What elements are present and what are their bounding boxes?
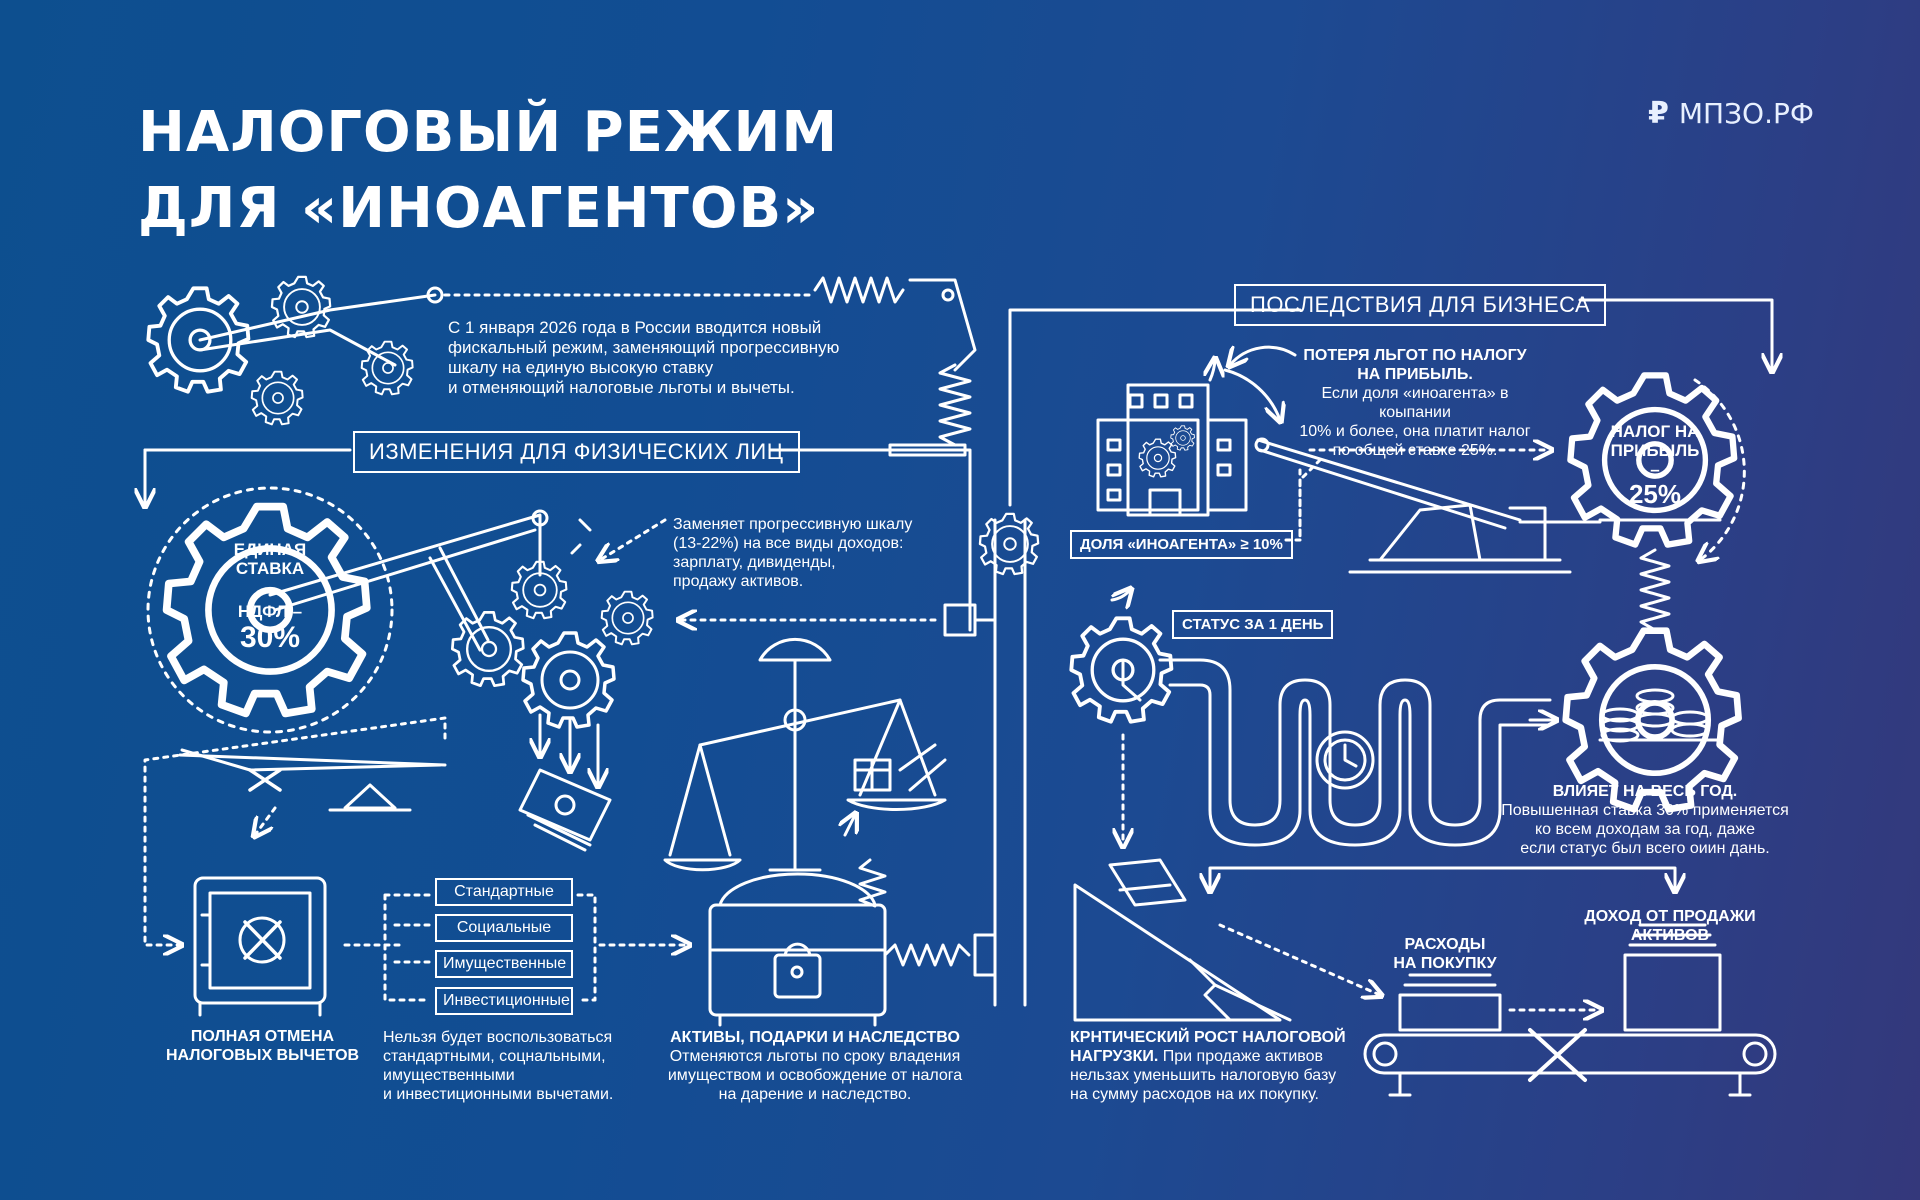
- tax-burden-block: КРНТИЧЕСКИЙ РОСТ НАЛОГОВОЙ НАГРУЗКИ. При…: [1070, 1028, 1370, 1104]
- profit-line: НАЛОГ НА: [1610, 422, 1700, 441]
- loss-heading-line: ПОТЕРЯ ЛЬГОТ ПО НАЛОГУ: [1303, 347, 1527, 364]
- ruble-icon: ₽: [1648, 96, 1669, 131]
- assets-heading: АКТИВЫ, ПОДАРКИ И НАСЛЕДСТВО: [670, 1029, 960, 1046]
- gear-icon: [1170, 425, 1195, 451]
- gear-icon: [250, 370, 304, 426]
- loss-desc-line: Если доля «иноагента» в коыпании: [1321, 385, 1509, 421]
- brand-logo[interactable]: ₽ МПЗО.РФ: [1648, 96, 1814, 131]
- income-line: ДОХОД ОТ ПРОДАЖИ: [1584, 908, 1756, 925]
- gear-icon: [450, 610, 525, 688]
- expenses-line: РАСХОДЫ: [1404, 936, 1486, 953]
- status-label: СТАТУС ЗА 1 ДЕНЬ: [1172, 610, 1334, 639]
- assets-desc-line: на дарение и наследство.: [718, 1086, 912, 1103]
- share-label: ДОЛЯ «ИНОАГЕНТА» ≥ 10%: [1070, 530, 1293, 559]
- deductions-desc-line: Нельзя будет воспользоваться: [383, 1029, 613, 1046]
- profit-benefits-loss: ПОТЕРЯ ЛЬГОТ ПО НАЛОГУ НА ПРИБЫЛЬ. Если …: [1285, 346, 1545, 460]
- expenses-line: НА ПОКУПКУ: [1393, 955, 1497, 972]
- year-desc-line: Повышенная ставка 30% применяется: [1501, 802, 1789, 819]
- growth-desc-line: нельзах уменьшить налоговую базу: [1070, 1067, 1337, 1084]
- whole-year-block: ВЛИЯЕТ НА ВЕСЬ ГОД. Повышенная ставка 30…: [1500, 782, 1790, 858]
- deduction-tag-property: Имущественные: [435, 950, 573, 978]
- year-desc-line: ко всем доходам за год, даже: [1534, 821, 1756, 838]
- intro-line: фискальный режим, заменяющий прогрессивн…: [448, 338, 840, 357]
- deduction-tag-standard: Стандартные: [435, 878, 573, 906]
- deduction-tag-social: Социальные: [435, 914, 573, 942]
- gear-icon: [521, 631, 616, 729]
- gear-icon: [600, 590, 654, 646]
- deductions-heading-line: ПОЛНАЯ ОТМЕНА: [190, 1028, 335, 1045]
- brand-logo-text: МПЗО.РФ: [1678, 97, 1814, 130]
- growth-heading-line: НАГРУЗКИ.: [1070, 1048, 1159, 1065]
- assets-desc-line: Отменяются льготы по сроку владения: [669, 1048, 961, 1065]
- ndfl-line: ЕДИНАЯ: [233, 540, 307, 559]
- intro-line: шкалу на единую высокую ставку: [448, 358, 714, 377]
- progressive-line: (13-22%) на все виды доходов:: [673, 535, 904, 552]
- assets-block: АКТИВЫ, ПОДАРКИ И НАСЛЕДСТВО Отменяются …: [660, 1028, 970, 1104]
- gear-icon: [978, 512, 1040, 576]
- page-title-line1: НАЛОГОВЫЙ РЕЖИМ: [138, 100, 839, 165]
- loss-heading-line: НА ПРИБЫЛЬ.: [1357, 366, 1473, 383]
- page-title: НАЛОГОВЫЙ РЕЖИМ ДЛЯ «ИНОАГЕНТОВ»: [138, 95, 838, 247]
- loss-desc-line: по общей ставке 25%.: [1332, 442, 1498, 459]
- gear-icon: [270, 275, 332, 339]
- progressive-line: Заменяет прогрессивную шкалу: [673, 516, 913, 533]
- loss-desc-line: 10% и более, она платит налог: [1299, 423, 1531, 440]
- gear-icon: [1138, 438, 1177, 478]
- progressive-line: продажу активов.: [673, 573, 804, 590]
- income-line: АКТИВОВ: [1630, 927, 1710, 944]
- ndfl-rate: 30%: [239, 621, 301, 654]
- deductions-description: Нельзя будет воспользоваться стандартным…: [383, 1028, 613, 1104]
- year-heading: ВЛИЯЕТ НА ВЕСЬ ГОД.: [1552, 783, 1738, 800]
- profit-line: ПРИБЫЛЬ –: [1610, 441, 1700, 479]
- gear-icon: [1069, 616, 1174, 724]
- progressive-text: Заменяет прогрессивную шкалу (13-22%) на…: [673, 515, 912, 591]
- progressive-line: зарплату, дивиденды,: [673, 554, 836, 571]
- profit-rate: 25%: [1628, 479, 1682, 509]
- deductions-desc-line: имущественными: [383, 1067, 515, 1084]
- page-title-line2: ДЛЯ «ИНОАГЕНТОВ»: [138, 176, 820, 241]
- intro-line: и отменяющий налоговые льготы и вычеты.: [448, 378, 795, 397]
- deductions-heading: ПОЛНАЯ ОТМЕНА НАЛОГОВЫХ ВЫЧЕТОВ: [160, 1027, 365, 1065]
- income-label: ДОХОД ОТ ПРОДАЖИ АКТИВОВ: [1575, 907, 1765, 945]
- ndfl-gear-label: ЕДИНАЯ СТАВКА НДФЛ – 30%: [215, 540, 325, 655]
- ndfl-line: НДФЛ –: [237, 602, 303, 621]
- deductions-desc-line: и инвестиционными вычетами.: [383, 1086, 614, 1103]
- section-business: ПОСЛЕДСТВИЯ ДЛЯ БИЗНЕСА: [1234, 284, 1607, 326]
- deductions-desc-line: стандартными, соцнальными,: [383, 1048, 606, 1065]
- profit-tax-gear-label: НАЛОГ НА ПРИБЫЛЬ – 25%: [1605, 422, 1705, 509]
- growth-desc-line: на сумму расходов на их покупку.: [1070, 1086, 1319, 1103]
- ndfl-line: СТАВКА: [235, 559, 305, 578]
- assets-desc-line: имуществом и освобождение от налога: [667, 1067, 963, 1084]
- deductions-heading-line: НАЛОГОВЫХ ВЫЧЕТОВ: [165, 1047, 360, 1064]
- growth-heading-line: КРНТИЧЕСКИЙ РОСТ НАЛОГОВОЙ: [1070, 1029, 1346, 1046]
- year-desc-line: если статус был всего оиин дань.: [1520, 840, 1770, 857]
- section-individuals: ИЗМЕНЕНИЯ ДЛЯ ФИЗИЧЕСКИХ ЛИЦ: [353, 431, 800, 473]
- growth-desc-line: При продаже активов: [1158, 1048, 1324, 1065]
- deduction-tag-investment: Инвестиционные: [435, 987, 573, 1015]
- expenses-label: РАСХОДЫ НА ПОКУПКУ: [1385, 935, 1505, 973]
- intro-line: С 1 января 2026 года в России вводится н…: [448, 318, 822, 337]
- gear-icon: [146, 286, 251, 394]
- intro-text: С 1 января 2026 года в России вводится н…: [448, 318, 839, 398]
